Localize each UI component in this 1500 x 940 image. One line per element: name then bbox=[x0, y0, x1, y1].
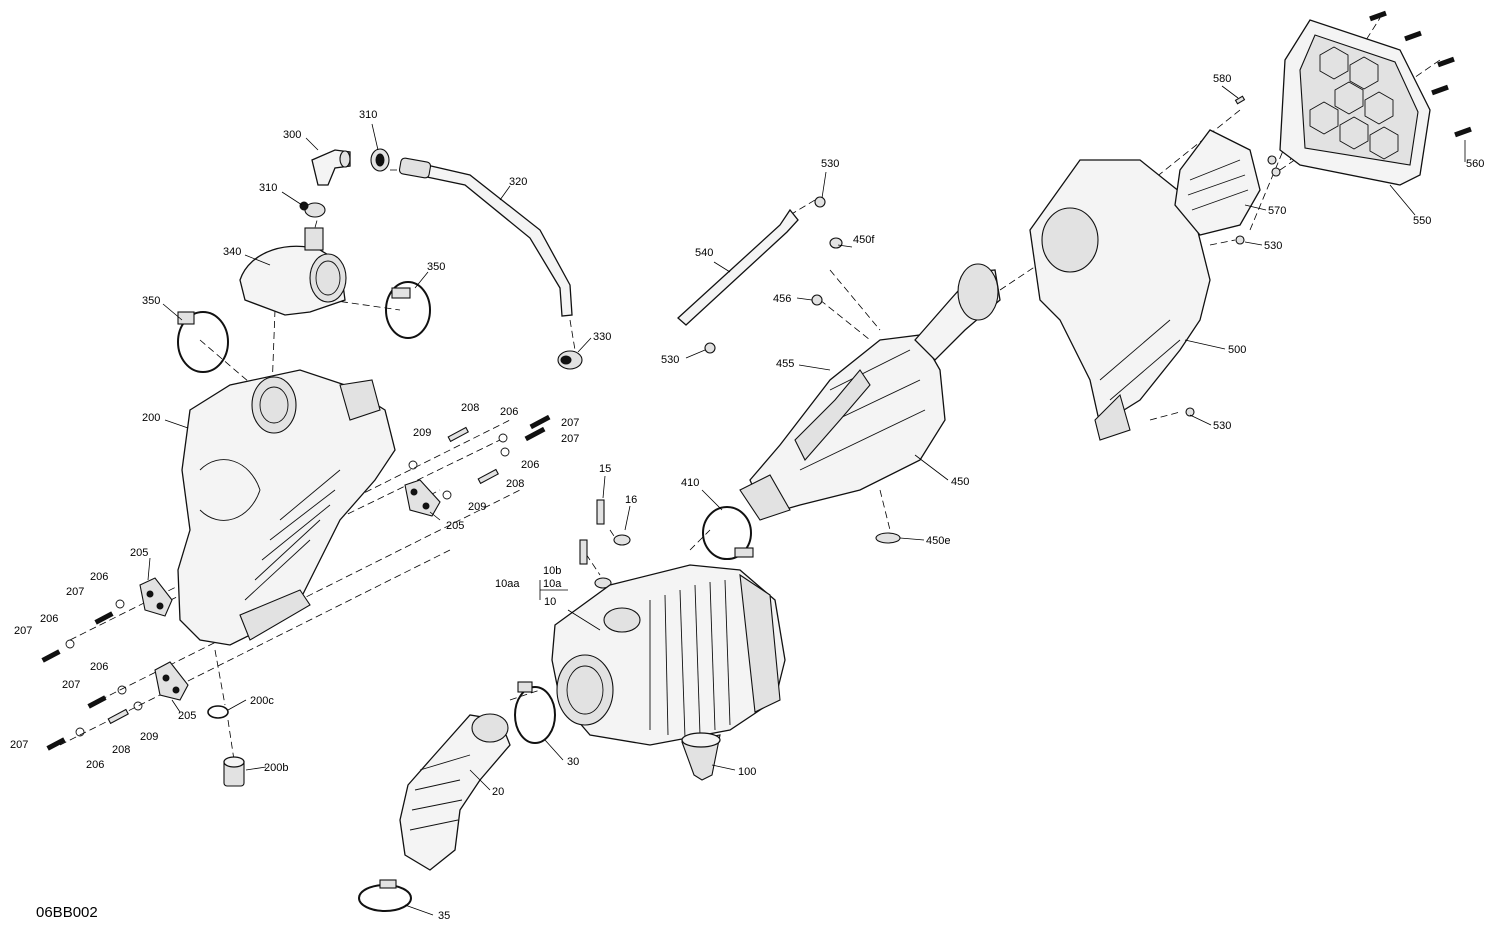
label-10: 10 bbox=[544, 596, 556, 608]
grommet-mount-205-left-lower bbox=[154, 661, 189, 701]
clamp-35 bbox=[358, 879, 412, 912]
bracket-540 bbox=[677, 196, 826, 354]
clamp-310-top bbox=[370, 148, 390, 172]
grille-550 bbox=[1279, 19, 1431, 186]
label-206: 206 bbox=[86, 759, 104, 771]
hose-clamp-350-left bbox=[177, 311, 229, 373]
grommet-mount-205-left-upper bbox=[139, 577, 173, 617]
clamp-200c bbox=[207, 705, 229, 719]
grommet-mount-205-right bbox=[404, 479, 441, 517]
clamp-310-lower bbox=[299, 201, 326, 218]
label-10b: 10b bbox=[543, 565, 561, 577]
label-200: 200 bbox=[142, 412, 160, 424]
cover-570 bbox=[1174, 129, 1281, 236]
label-530: 530 bbox=[1264, 240, 1282, 252]
screws-560 bbox=[1369, 10, 1472, 138]
label-350: 350 bbox=[142, 295, 160, 307]
clamp-330 bbox=[557, 350, 583, 370]
label-200b: 200b bbox=[264, 762, 288, 774]
label-530: 530 bbox=[661, 354, 679, 366]
label-205: 205 bbox=[446, 520, 464, 532]
plug-450f bbox=[829, 237, 843, 249]
label-570: 570 bbox=[1268, 205, 1286, 217]
label-206: 206 bbox=[90, 661, 108, 673]
label-580: 580 bbox=[1213, 73, 1231, 85]
diagram-code: 06BB002 bbox=[36, 904, 98, 921]
label-208: 208 bbox=[461, 402, 479, 414]
label-209: 209 bbox=[413, 427, 431, 439]
label-209: 209 bbox=[468, 501, 486, 513]
silencer-450 bbox=[739, 263, 1001, 521]
label-205: 205 bbox=[178, 710, 196, 722]
label-310: 310 bbox=[359, 109, 377, 121]
drain-200b bbox=[223, 756, 245, 787]
label-206: 206 bbox=[40, 613, 58, 625]
label-206: 206 bbox=[90, 571, 108, 583]
label-208: 208 bbox=[506, 478, 524, 490]
label-207: 207 bbox=[14, 625, 32, 637]
label-16: 16 bbox=[625, 494, 637, 506]
label-560: 560 bbox=[1466, 158, 1484, 170]
hose-320 bbox=[398, 157, 573, 317]
label-207: 207 bbox=[561, 417, 579, 429]
label-100: 100 bbox=[738, 766, 756, 778]
label-209: 209 bbox=[140, 731, 158, 743]
label-455: 455 bbox=[776, 358, 794, 370]
callout-labels: 300 310 310 320 330 340 350 350 200 208 … bbox=[10, 73, 1484, 922]
label-207: 207 bbox=[10, 739, 28, 751]
label-456: 456 bbox=[773, 293, 791, 305]
label-20: 20 bbox=[492, 786, 504, 798]
intake-duct-20 bbox=[399, 713, 511, 871]
fasteners bbox=[41, 414, 631, 751]
label-550: 550 bbox=[1413, 215, 1431, 227]
hose-clamp-350-right bbox=[385, 281, 431, 339]
label-540: 540 bbox=[695, 247, 713, 259]
label-35: 35 bbox=[438, 910, 450, 922]
label-410: 410 bbox=[681, 477, 699, 489]
label-530: 530 bbox=[821, 158, 839, 170]
airbox-bracket-500 bbox=[1029, 159, 1245, 441]
label-450: 450 bbox=[951, 476, 969, 488]
filter-housing-10 bbox=[551, 564, 786, 746]
label-30: 30 bbox=[567, 756, 579, 768]
label-450e: 450e bbox=[926, 535, 950, 547]
clamp-410 bbox=[702, 506, 754, 560]
screw-580 bbox=[1234, 95, 1246, 105]
label-450f: 450f bbox=[853, 234, 875, 246]
airbox-200 bbox=[177, 369, 396, 646]
label-207: 207 bbox=[561, 433, 579, 445]
label-207: 207 bbox=[62, 679, 80, 691]
label-320: 320 bbox=[509, 176, 527, 188]
label-300: 300 bbox=[283, 129, 301, 141]
fitting-456 bbox=[811, 294, 823, 306]
label-340: 340 bbox=[223, 246, 241, 258]
elbow-fitting-300 bbox=[311, 149, 351, 186]
plug-450e bbox=[875, 532, 901, 544]
label-200c: 200c bbox=[250, 695, 274, 707]
label-530: 530 bbox=[1213, 420, 1231, 432]
label-10a: 10a bbox=[543, 578, 562, 590]
label-350: 350 bbox=[427, 261, 445, 273]
label-500: 500 bbox=[1228, 344, 1246, 356]
label-206: 206 bbox=[521, 459, 539, 471]
label-208: 208 bbox=[112, 744, 130, 756]
drain-valve-100 bbox=[681, 732, 721, 781]
label-207: 207 bbox=[66, 586, 84, 598]
clamp-30 bbox=[514, 681, 556, 744]
label-206: 206 bbox=[500, 406, 518, 418]
leader-lines bbox=[147, 85, 1466, 916]
intake-adapter-340 bbox=[239, 227, 347, 316]
label-15: 15 bbox=[599, 463, 611, 475]
label-330: 330 bbox=[593, 331, 611, 343]
label-10aa: 10aa bbox=[495, 578, 520, 590]
label-310: 310 bbox=[259, 182, 277, 194]
label-205: 205 bbox=[130, 547, 148, 559]
